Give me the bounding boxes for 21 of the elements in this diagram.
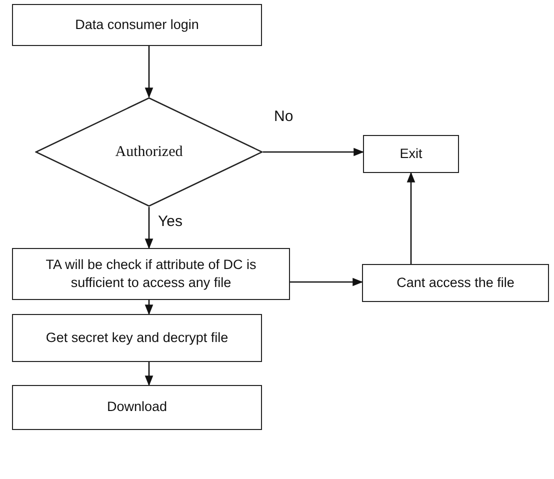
arrow <box>144 362 154 386</box>
node-text: Cant access the file <box>396 274 516 292</box>
process-box <box>12 4 262 46</box>
node-text: TA will be check if attribute of DC is sufficient to access any file <box>44 256 258 292</box>
arrow <box>144 300 154 316</box>
node-text: Get secret key and decrypt file <box>44 328 230 347</box>
node-text: Download <box>106 398 168 416</box>
node-text: Authorized <box>114 142 184 162</box>
arrow <box>144 46 154 98</box>
process-box <box>12 248 290 300</box>
node-text: Data consumer login <box>74 16 200 34</box>
process-box <box>12 385 262 430</box>
arrow <box>144 207 154 250</box>
node-text: Exit <box>398 144 424 163</box>
decision-diamond <box>35 97 263 207</box>
arrow <box>263 148 364 156</box>
arrow <box>406 172 416 264</box>
process-box <box>363 135 459 173</box>
process-box <box>362 264 549 302</box>
arrow <box>290 278 364 286</box>
process-box <box>12 314 262 362</box>
